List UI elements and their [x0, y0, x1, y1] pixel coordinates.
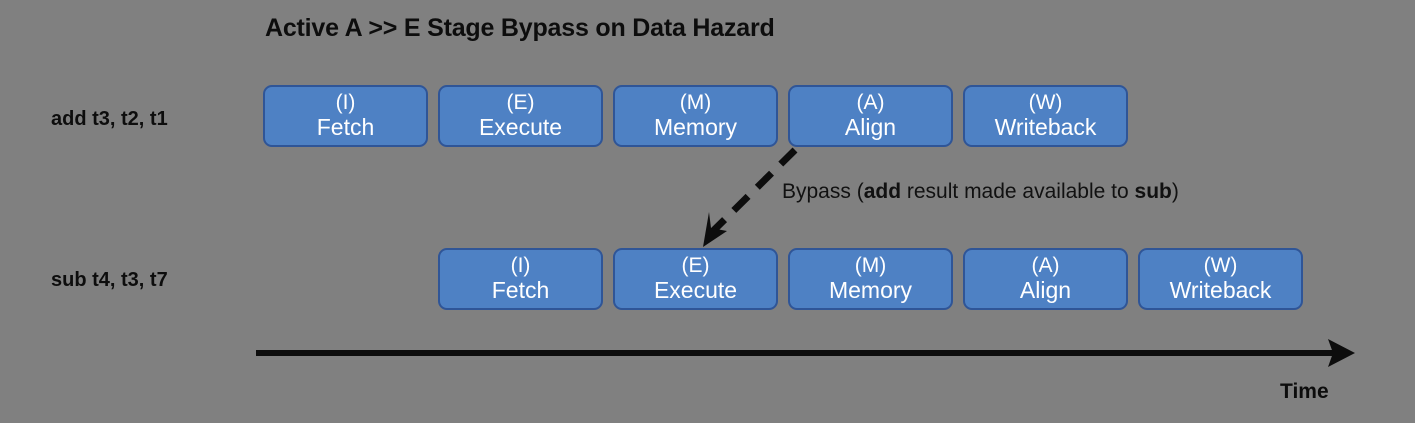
stage-code: (A) — [1031, 254, 1060, 278]
stage-box-writeback-add[interactable]: (W) Writeback — [963, 85, 1128, 147]
stage-name: Execute — [478, 113, 563, 140]
stage-name: Execute — [653, 276, 738, 303]
stage-code: (M) — [854, 254, 887, 278]
stage-code: (M) — [679, 91, 712, 115]
pipeline-row-sub: (I) Fetch (E) Execute (M) Memory (A) Ali… — [438, 248, 1303, 310]
stage-code: (I) — [335, 91, 356, 115]
stage-code: (E) — [681, 254, 710, 278]
stage-code: (W) — [1028, 91, 1063, 115]
stage-box-execute-add[interactable]: (E) Execute — [438, 85, 603, 147]
stage-box-align-sub[interactable]: (A) Align — [963, 248, 1128, 310]
stage-name: Align — [1019, 276, 1072, 303]
bypass-middle: result made available to — [901, 180, 1135, 203]
stage-code: (W) — [1203, 254, 1238, 278]
stage-name: Align — [844, 113, 897, 140]
time-axis-label: Time — [1280, 380, 1329, 403]
instruction-label-add: add t3, t2, t1 — [51, 108, 168, 130]
stage-box-memory-add[interactable]: (M) Memory — [613, 85, 778, 147]
stage-code: (I) — [510, 254, 531, 278]
bypass-target-instruction: sub — [1134, 180, 1172, 203]
page-title: Active A >> E Stage Bypass on Data Hazar… — [265, 14, 775, 42]
pipeline-row-add: (I) Fetch (E) Execute (M) Memory (A) Ali… — [263, 85, 1128, 147]
stage-box-memory-sub[interactable]: (M) Memory — [788, 248, 953, 310]
bypass-suffix: ) — [1171, 180, 1179, 203]
stage-name: Fetch — [316, 113, 375, 140]
stage-name: Memory — [828, 276, 913, 303]
stage-box-execute-sub[interactable]: (E) Execute — [613, 248, 778, 310]
instruction-label-sub: sub t4, t3, t7 — [51, 269, 168, 291]
stage-box-fetch-add[interactable]: (I) Fetch — [263, 85, 428, 147]
stage-name: Writeback — [994, 113, 1097, 140]
stage-code: (E) — [506, 91, 535, 115]
stage-code: (A) — [856, 91, 885, 115]
stage-box-fetch-sub[interactable]: (I) Fetch — [438, 248, 603, 310]
bypass-source-instruction: add — [863, 180, 902, 203]
stage-name: Fetch — [491, 276, 550, 303]
stage-name: Memory — [653, 113, 738, 140]
bypass-annotation: Bypass (add result made available to sub… — [782, 180, 1179, 204]
stage-box-writeback-sub[interactable]: (W) Writeback — [1138, 248, 1303, 310]
stage-box-align-add[interactable]: (A) Align — [788, 85, 953, 147]
bypass-prefix: Bypass ( — [782, 180, 864, 203]
time-axis-arrow-icon — [256, 339, 1355, 367]
stage-name: Writeback — [1169, 276, 1272, 303]
